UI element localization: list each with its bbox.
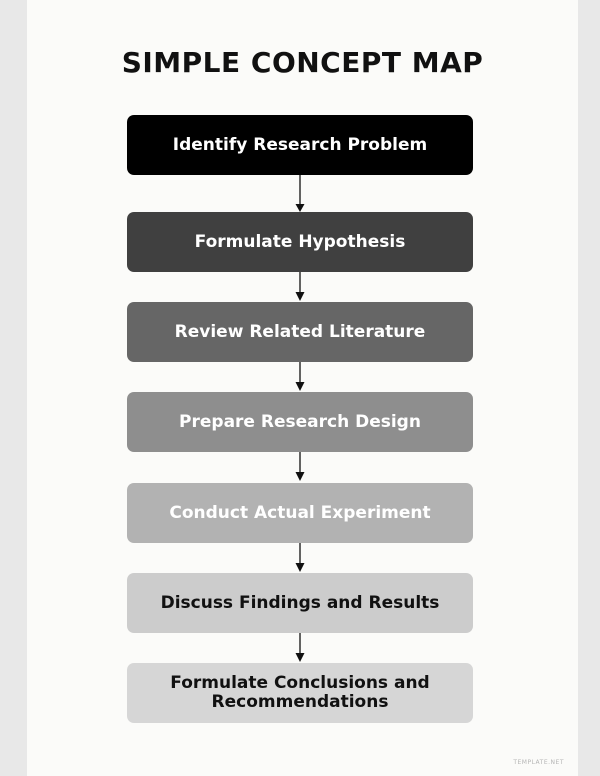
step-formulate-hypothesis: Formulate Hypothesis xyxy=(127,212,473,272)
arrow-down-icon xyxy=(295,175,305,212)
arrow-down-icon xyxy=(295,543,305,572)
arrow-down-icon xyxy=(295,452,305,481)
step-label: Discuss Findings and Results xyxy=(160,592,440,613)
arrow-down-icon xyxy=(295,633,305,662)
step-discuss-findings-and-results: Discuss Findings and Results xyxy=(127,573,473,633)
arrow-down-icon xyxy=(295,362,305,391)
step-label: Prepare Research Design xyxy=(179,411,421,432)
watermark-text: TEMPLATE.NET xyxy=(513,759,564,766)
page-title: SIMPLE CONCEPT MAP xyxy=(121,46,484,79)
step-label: Formulate Hypothesis xyxy=(194,231,406,252)
step-formulate-conclusions-and-recommendations: Formulate Conclusions and Recommendation… xyxy=(127,663,473,723)
step-label: Identify Research Problem xyxy=(172,134,428,155)
step-review-related-literature: Review Related Literature xyxy=(127,302,473,362)
concept-map-page: SIMPLE CONCEPT MAP Identify Research Pro… xyxy=(27,0,578,776)
step-conduct-actual-experiment: Conduct Actual Experiment xyxy=(127,483,473,543)
step-label: Conduct Actual Experiment xyxy=(169,502,431,523)
step-identify-research-problem: Identify Research Problem xyxy=(127,115,473,175)
step-label: Review Related Literature xyxy=(174,321,426,342)
step-label: Formulate Conclusions and Recommendation… xyxy=(170,673,430,712)
arrow-down-icon xyxy=(295,272,305,301)
step-prepare-research-design: Prepare Research Design xyxy=(127,392,473,452)
